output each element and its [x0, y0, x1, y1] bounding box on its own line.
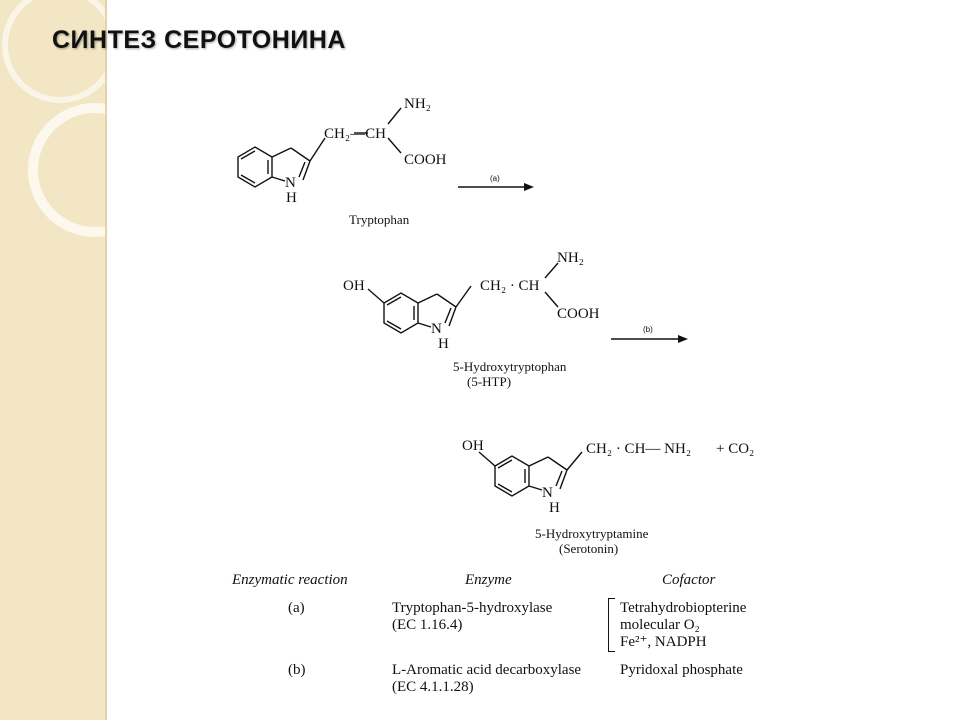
serotonin-common-name: (Serotonin) [559, 541, 618, 556]
row-b-cofactor: Pyridoxal phosphate [620, 662, 743, 678]
arrow-a: (a) [458, 174, 534, 191]
trp-side-chain: CH₂—CH [324, 126, 386, 142]
row-b-reaction: (b) [288, 662, 306, 678]
htp-nh2: NH₂ [557, 250, 584, 266]
serotonin-co2: + CO₂ [716, 441, 754, 457]
decorative-circles [2, 0, 105, 237]
header-enzyme: Enzyme [465, 572, 512, 588]
serotonin-name: 5-Hydroxytryptamine [535, 526, 649, 541]
slide-title: СИНТЕЗ СЕРОТОНИНА [52, 26, 346, 54]
row-a-enzyme-ec: (EC 1.16.4) [392, 617, 463, 633]
trp-nh2: NH₂ [404, 96, 431, 112]
arrow-a-label: (a) [490, 174, 500, 183]
htp-structure [367, 262, 559, 334]
decorative-side-strip [0, 0, 107, 720]
serotonin-ring-h: H [549, 500, 560, 516]
arrow-b-label: (b) [643, 325, 653, 334]
serotonin-oh: OH [462, 438, 484, 454]
trp-name: Tryptophan [349, 212, 410, 227]
row-a-cofactor-2: molecular O₂ [620, 617, 700, 633]
row-a-cofactor-3: Fe²⁺, NADPH [620, 634, 707, 650]
tryptophan-structure [237, 107, 402, 188]
htp-oh: OH [343, 278, 365, 294]
header-cofactor: Cofactor [662, 572, 716, 588]
row-a-enzyme: Tryptophan-5-hydroxylase [392, 600, 553, 616]
htp-side-chain: CH₂ · CH [480, 278, 540, 294]
serotonin-structure [478, 451, 583, 497]
htp-name: 5-Hydroxytryptophan [453, 359, 567, 374]
row-a-reaction: (a) [288, 600, 305, 616]
row-b-enzyme-ec: (EC 4.1.1.28) [392, 679, 474, 695]
row-a-cofactor-1: Tetrahydrobiopterine [620, 600, 747, 616]
trp-cooh: COOH [404, 152, 447, 168]
serotonin-ring-n: N [542, 485, 553, 501]
header-enzymatic-reaction: Enzymatic reaction [232, 572, 348, 588]
htp-cooh: COOH [557, 306, 600, 322]
cofactor-bracket [608, 598, 615, 652]
arrow-b: (b) [611, 325, 688, 343]
htp-abbrev: (5-HTP) [467, 374, 511, 389]
trp-ring-n: N [285, 175, 296, 191]
htp-ring-h: H [438, 336, 449, 352]
serotonin-side-chain: CH₂ · CH— NH₂ [586, 441, 691, 457]
htp-ring-n: N [431, 321, 442, 337]
row-b-enzyme: L-Aromatic acid decarboxylase [392, 662, 582, 678]
trp-ring-h: H [286, 190, 297, 206]
